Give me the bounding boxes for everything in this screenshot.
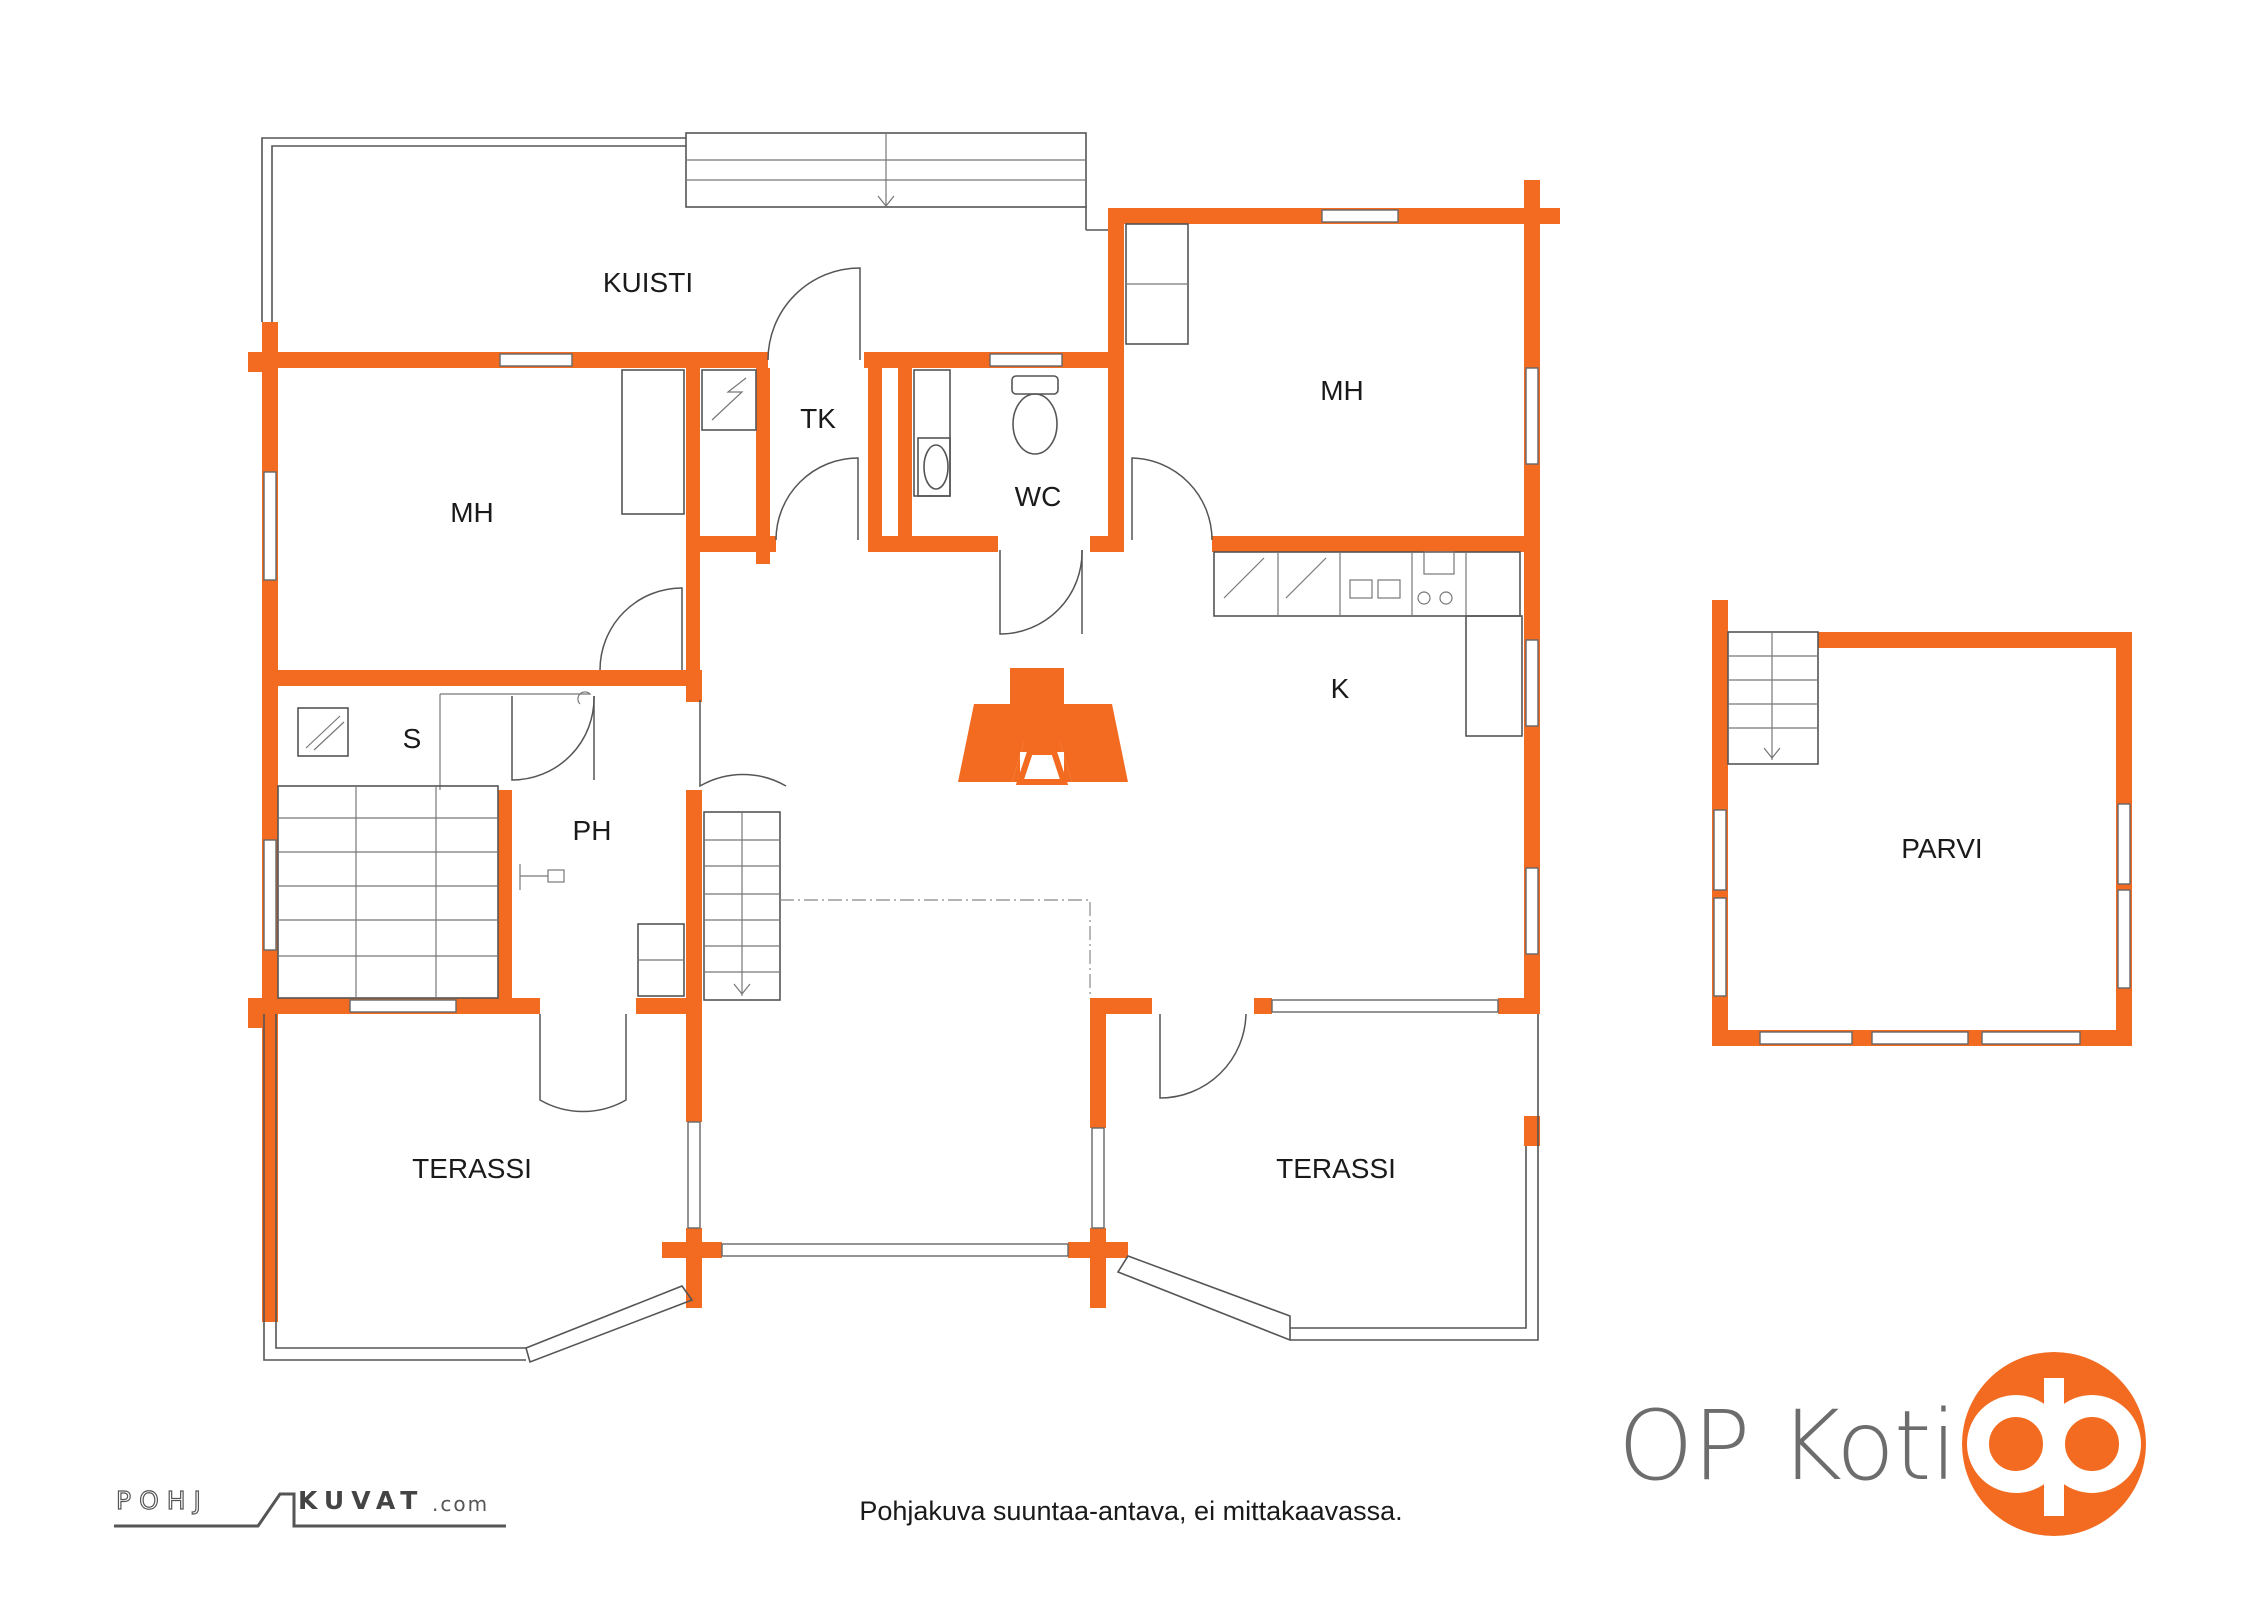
room-wc: WC <box>1015 481 1062 512</box>
pohjakuvat-watermark: POHJ KUVAT .com <box>114 1484 506 1532</box>
doors <box>511 267 1247 1113</box>
room-k: K <box>1331 673 1350 704</box>
sink-icon <box>917 437 951 497</box>
terassi-left-outline <box>263 1014 694 1364</box>
room-s: S <box>403 723 422 754</box>
sauna-benches <box>277 785 499 999</box>
walls <box>248 180 1560 1322</box>
watermark-suffix: .com <box>432 1492 490 1516</box>
watermark-right: KUVAT <box>298 1486 425 1515</box>
room-terassi-left: TERASSI <box>412 1153 532 1184</box>
kitchen-counter <box>1213 551 1523 737</box>
watermark-left: POHJ <box>115 1485 209 1515</box>
shower-head <box>519 864 565 890</box>
terassi-right-outline <box>1116 1014 1539 1342</box>
room-mh-right: MH <box>1320 375 1364 406</box>
parvi <box>1712 600 2132 1046</box>
disclaimer-note: Pohjakuva suuntaa-antava, ei mittakaavas… <box>859 1496 1403 1526</box>
brand-name: OP Koti <box>1618 1390 1957 1502</box>
room-mh-left: MH <box>450 497 494 528</box>
fireplace-icon <box>958 668 1128 785</box>
stair-icon <box>703 811 781 1001</box>
op-logo <box>1962 1352 2146 1536</box>
room-parvi: PARVI <box>1901 833 1982 864</box>
kuisti-outline <box>261 132 1110 322</box>
watermark-frame <box>114 1492 506 1528</box>
room-terassi-right: TERASSI <box>1276 1153 1396 1184</box>
parvi-stair-icon <box>1727 631 1819 765</box>
windows <box>263 209 1539 1257</box>
toilet-icon <box>1011 375 1059 455</box>
fixtures <box>277 223 1523 1001</box>
room-tk: TK <box>800 403 836 434</box>
shower-icon <box>297 691 592 790</box>
room-ph: PH <box>573 815 612 846</box>
loft-edge <box>780 899 1091 998</box>
room-kuisti: KUISTI <box>603 267 693 298</box>
